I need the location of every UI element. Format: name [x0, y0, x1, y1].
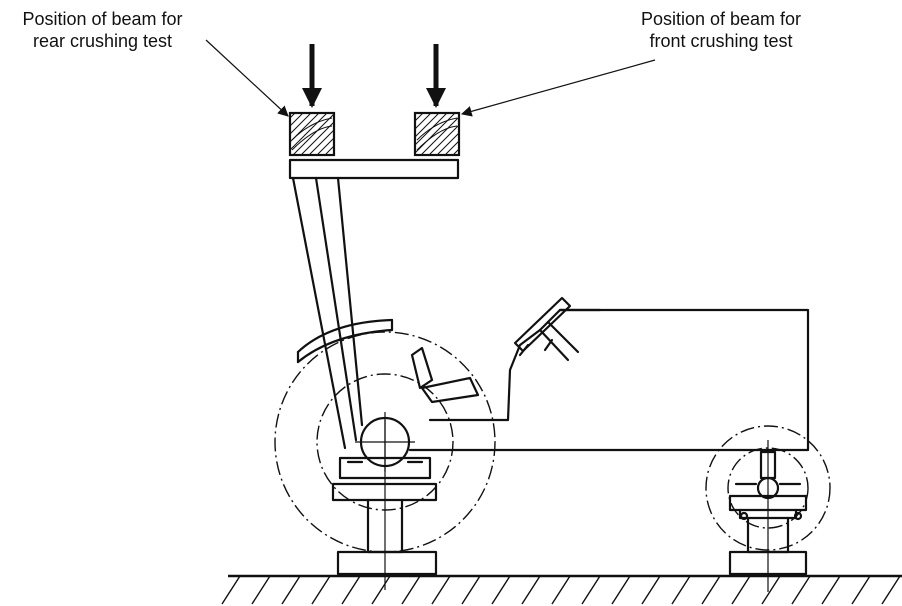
rear-beam-section	[288, 111, 336, 157]
rops-pillar	[291, 176, 364, 450]
rops-roof	[288, 158, 460, 180]
rear-beam-label-line-2: rear crushing test	[32, 31, 173, 51]
front-beam-label: Position of beam for front crushing test	[616, 8, 826, 52]
rear-fender	[296, 318, 394, 364]
rear-beam-label-line-1: Position of beam for	[22, 9, 183, 29]
rear-support-stand	[331, 420, 438, 590]
ground-hatch	[221, 574, 902, 605]
front-beam-leader-arrow	[460, 59, 656, 117]
operator-seat	[410, 346, 480, 404]
front-beam-label-line-1: Position of beam for	[640, 9, 802, 29]
steering-wheel	[513, 296, 580, 362]
front-support-stand	[728, 482, 808, 576]
front-wheel	[705, 425, 831, 592]
front-beam-section	[413, 111, 461, 157]
rear-beam-leader-arrow	[205, 39, 289, 117]
front-beam-label-line-2: front crushing test	[649, 31, 793, 51]
rear-beam-label: Position of beam for rear crushing test	[0, 8, 205, 52]
